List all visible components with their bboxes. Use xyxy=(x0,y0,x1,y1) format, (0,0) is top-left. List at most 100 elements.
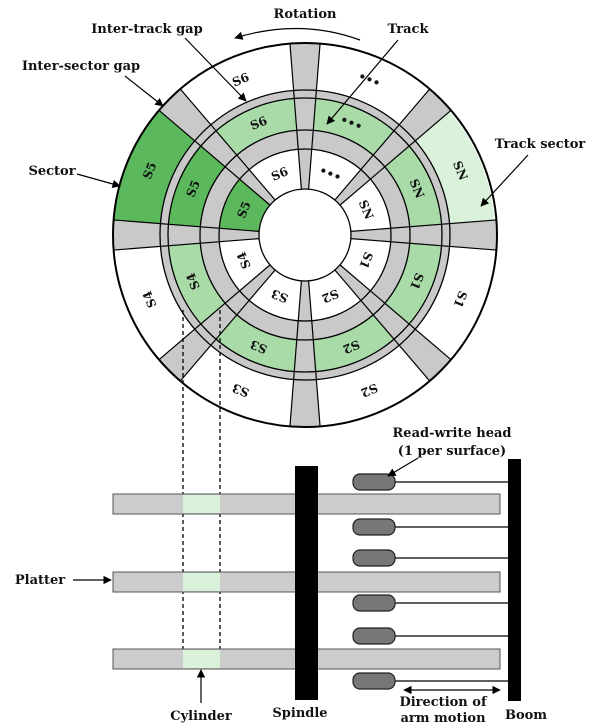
sector-boundary-2-1 xyxy=(308,280,321,427)
sector-8-middle-region xyxy=(384,146,442,227)
sector-3-inner-label: S3 xyxy=(269,286,290,305)
read-write-head-label-2: (1 per surface) xyxy=(398,444,506,459)
disk-ring-outline-4 xyxy=(199,129,411,341)
sector-4-inner-region xyxy=(219,238,270,291)
inter-sector-gap-8 xyxy=(350,219,498,251)
disk-ring-outline-5 xyxy=(218,148,392,322)
cylinder-label: Cylinder xyxy=(170,709,232,724)
sector-1-inner-region xyxy=(340,238,391,291)
disk-ring-outline-1 xyxy=(112,42,498,428)
sector-1-outer-label: S1 xyxy=(450,289,469,310)
sector-1-middle-label: S1 xyxy=(407,271,426,292)
sector-boundary-7-1 xyxy=(334,88,431,201)
sector-6-outer-region xyxy=(181,45,294,125)
highlighted-sector xyxy=(113,110,271,232)
sector-3-outer-label: S3 xyxy=(230,380,251,399)
sector-boundary-8-2 xyxy=(350,238,497,251)
sector-4-outer-label: S4 xyxy=(140,289,159,310)
sector-arrow xyxy=(76,173,121,189)
track-sector-label: Track sector xyxy=(495,137,586,152)
sector-7-inner-region xyxy=(308,149,361,200)
sector-3-middle-label: S3 xyxy=(248,337,269,356)
sector-2-middle-region xyxy=(313,314,394,372)
inter-sector-gap-1 xyxy=(334,264,451,381)
read-write-head-1 xyxy=(352,473,396,491)
read-write-head-3 xyxy=(352,549,396,567)
boom-label: Boom xyxy=(505,708,547,723)
sector-boundary-6-2 xyxy=(308,43,321,190)
track-arrow xyxy=(326,39,399,125)
direction-label-2: arm motion xyxy=(400,711,486,726)
read-write-head-arrow xyxy=(387,457,419,477)
rotation-label: Rotation xyxy=(274,7,338,22)
inter-sector-gap-5 xyxy=(159,89,276,206)
sector-boundary-5-1 xyxy=(158,109,271,206)
sector-label: Sector xyxy=(28,164,75,179)
inter-sector-gap-arrow xyxy=(124,75,164,107)
sector-5-outer-label: S5 xyxy=(140,160,159,181)
sector-2-outer-label: S2 xyxy=(359,380,380,399)
inter-sector-gap-7 xyxy=(334,89,451,206)
cylinder-section-1 xyxy=(183,495,220,513)
inter-sector-gap-2 xyxy=(289,280,321,428)
read-write-head-4 xyxy=(352,594,396,612)
sector-7-outer-region xyxy=(316,45,429,125)
sector-1-inner-label: S1 xyxy=(356,250,375,271)
sector-8-inner-region xyxy=(340,179,391,232)
direction-label-1: Direction of xyxy=(399,695,488,710)
read-write-head-label-1: Read-write head xyxy=(393,426,512,441)
sector-boundary-4-2 xyxy=(113,219,260,232)
disk-ring-outline-6 xyxy=(258,188,352,282)
inter-sector-gap-3 xyxy=(159,264,276,381)
sector-boundary-6-1 xyxy=(289,43,302,190)
sector-5-inner-label: S5 xyxy=(234,199,253,220)
disk-ring-outline-2 xyxy=(159,89,451,381)
sector-6-outer-label: S6 xyxy=(230,70,251,89)
disk-ring-outline-3 xyxy=(167,97,443,373)
sector-boundary-3-1 xyxy=(179,269,276,382)
sector-8-inner-label: SN xyxy=(356,198,376,222)
sector-4-middle-region xyxy=(168,243,226,324)
cylinder-section-2 xyxy=(183,573,220,591)
disk-hub xyxy=(260,190,350,280)
sector-2-middle-label: S2 xyxy=(341,337,362,356)
sector-3-middle-region xyxy=(216,314,297,372)
sector-6-middle-label: S6 xyxy=(248,113,269,132)
sector-3-inner-region xyxy=(249,270,302,321)
sector-boundary-4-1 xyxy=(113,238,260,251)
track-label: Track xyxy=(388,22,430,37)
read-write-head-6 xyxy=(352,672,396,690)
sector-6-inner-label: S6 xyxy=(269,164,290,183)
inter-track-gap-label: Inter-track gap xyxy=(91,22,202,37)
sector-2-outer-region xyxy=(316,345,429,425)
inter-track-gap-arrow xyxy=(184,37,247,102)
sector-2-inner-label: S2 xyxy=(320,286,341,305)
read-write-head-2 xyxy=(352,518,396,536)
sector-5-middle-label: S5 xyxy=(183,178,202,199)
rotation-arrow xyxy=(234,27,361,41)
sector-boundary-2-2 xyxy=(289,280,302,427)
sector-boundary-3-2 xyxy=(158,264,271,361)
sector-1-outer-region xyxy=(415,246,495,359)
sector-8-middle-label: SN xyxy=(407,177,427,201)
sector-boundary-8-1 xyxy=(350,219,497,232)
inter-sector-gap-label: Inter-sector gap xyxy=(22,59,140,74)
sector-3-outer-region xyxy=(181,345,294,425)
disk-sector-labels: S1S1S1S2S2S2S3S3S3S4S4S4S5S5S5S6S6S6••••… xyxy=(140,69,470,400)
sector-boundary-7-2 xyxy=(339,109,452,206)
spindle-label: Spindle xyxy=(272,706,327,721)
sector-boundary-5-2 xyxy=(179,88,276,201)
track-sector-arrow xyxy=(480,154,529,207)
sector-4-outer-region xyxy=(115,246,195,359)
sector-6-inner-region xyxy=(249,149,302,200)
spindle xyxy=(295,466,318,700)
sector-4-middle-label: S4 xyxy=(183,271,202,292)
inter-sector-gap-6 xyxy=(289,42,321,190)
sector-4-inner-label: S4 xyxy=(234,250,253,271)
cylinder-section-3 xyxy=(183,650,220,668)
read-write-head-5 xyxy=(352,627,396,645)
sector-8-outer-label: SN xyxy=(450,159,470,183)
sector-boundary-1-1 xyxy=(339,264,452,361)
sector-1-middle-region xyxy=(384,243,442,324)
